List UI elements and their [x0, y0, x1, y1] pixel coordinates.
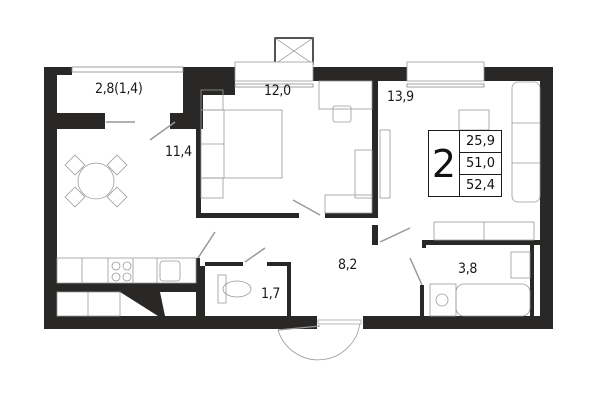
dining-table-icon [77, 162, 115, 200]
walls [44, 67, 553, 329]
wardrobe-icon [354, 149, 373, 199]
furniture [56, 80, 541, 317]
nightstand-icon [200, 89, 224, 111]
doors [106, 121, 423, 361]
room-label-hallway: 8,2 [338, 257, 358, 273]
washing-machine-icon [429, 283, 457, 317]
chair-icon [332, 105, 352, 123]
room-label-balcony: 2,8(1,4) [95, 81, 143, 97]
room-label-toilet: 1,7 [261, 286, 281, 302]
ventilation-shaft-icon [274, 37, 314, 65]
total-area-value: 51,0 [460, 153, 501, 175]
room-label-kitchen: 11,4 [165, 144, 192, 160]
toilet-icon [222, 280, 252, 298]
kitchen-counter-icon [56, 257, 197, 284]
desk-icon [318, 80, 373, 110]
total-area-with-balcony-value: 52,4 [466, 178, 495, 193]
bath-sink-icon [510, 251, 531, 279]
table-icon [458, 109, 490, 131]
living-area-value: 25,9 [460, 131, 501, 153]
room-label-living-room: 13,9 [387, 89, 414, 105]
sofa-icon [511, 81, 541, 203]
windows [71, 61, 485, 88]
room-label-bathroom: 3,8 [458, 261, 478, 277]
stove-icon [111, 261, 121, 271]
room-label-bedroom: 12,0 [264, 83, 291, 99]
sink-icon [159, 260, 181, 282]
apartment-summary-box: 2 25,9 51,0 52,4 [428, 130, 502, 197]
bathtub-icon [455, 283, 531, 317]
rooms-count: 2 [429, 131, 460, 196]
